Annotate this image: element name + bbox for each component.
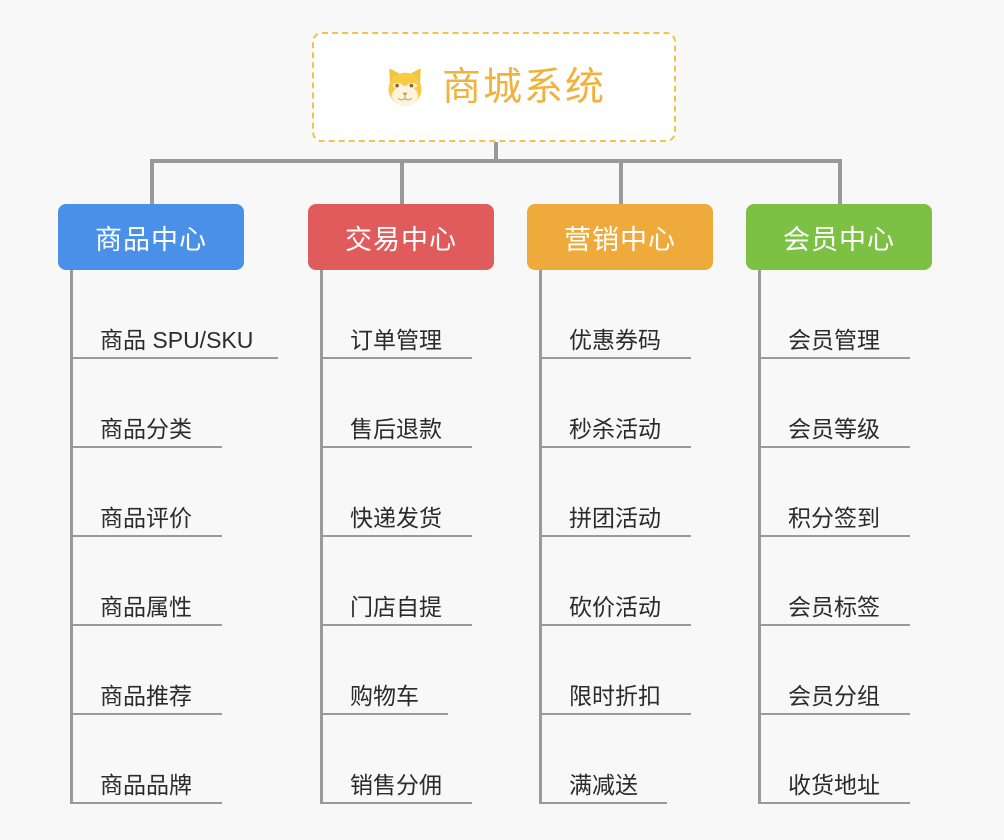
feature-item[interactable]: 商品分类 [70, 359, 222, 448]
feature-item-label: 秒杀活动 [569, 415, 661, 442]
feature-item-label: 商品属性 [100, 593, 192, 620]
feature-item-label: 积分签到 [788, 504, 880, 531]
feature-item[interactable]: 门店自提 [320, 537, 472, 626]
column-items-2: 订单管理售后退款快递发货门店自提购物车销售分佣 [320, 270, 472, 804]
feature-item[interactable]: 限时折扣 [539, 626, 691, 715]
category-column-2: 交易中心订单管理售后退款快递发货门店自提购物车销售分佣 [308, 204, 494, 804]
category-header-label: 交易中心 [345, 224, 457, 255]
feature-item-label: 销售分佣 [350, 771, 442, 798]
connector-drop-1 [150, 159, 154, 204]
column-items-3: 优惠券码秒杀活动拼团活动砍价活动限时折扣满减送 [539, 270, 691, 804]
feature-item[interactable]: 满减送 [539, 715, 667, 804]
category-header-3[interactable]: 营销中心 [527, 204, 713, 270]
feature-item[interactable]: 收货地址 [758, 715, 910, 804]
feature-item-label: 限时折扣 [569, 682, 661, 709]
feature-item[interactable]: 会员等级 [758, 359, 910, 448]
feature-item[interactable]: 销售分佣 [320, 715, 472, 804]
column-spine-3 [539, 270, 542, 804]
column-spine-4 [758, 270, 761, 804]
feature-item[interactable]: 商品评价 [70, 448, 222, 537]
category-column-3: 营销中心优惠券码秒杀活动拼团活动砍价活动限时折扣满减送 [527, 204, 713, 804]
feature-item-label: 商品品牌 [100, 771, 192, 798]
connector-root-stem [494, 142, 498, 163]
feature-item[interactable]: 订单管理 [320, 270, 472, 359]
feature-item[interactable]: 商品品牌 [70, 715, 222, 804]
feature-item-label: 门店自提 [350, 593, 442, 620]
feature-item-label: 收货地址 [788, 771, 880, 798]
feature-item[interactable]: 秒杀活动 [539, 359, 691, 448]
category-header-label: 商品中心 [95, 224, 207, 255]
feature-item-label: 会员标签 [788, 593, 880, 620]
category-column-1: 商品中心商品 SPU/SKU 商品分类商品评价商品属性商品推荐商品品牌 [58, 204, 278, 804]
category-header-label: 营销中心 [564, 224, 676, 255]
feature-item-label: 会员管理 [788, 326, 880, 353]
feature-item-label: 砍价活动 [569, 593, 661, 620]
feature-item-label: 会员分组 [788, 682, 880, 709]
feature-item[interactable]: 商品属性 [70, 537, 222, 626]
root-node-card[interactable]: 商城系统 [312, 32, 676, 142]
category-header-1[interactable]: 商品中心 [58, 204, 244, 270]
feature-item[interactable]: 拼团活动 [539, 448, 691, 537]
category-header-2[interactable]: 交易中心 [308, 204, 494, 270]
connector-drop-2 [400, 159, 404, 204]
feature-item-label: 购物车 [350, 682, 419, 709]
feature-item-label: 商品分类 [100, 415, 192, 442]
feature-item-label: 快递发货 [350, 504, 442, 531]
feature-item-label: 会员等级 [788, 415, 880, 442]
feature-item[interactable]: 商品 SPU/SKU [70, 270, 278, 359]
feature-item-label: 满减送 [569, 771, 638, 798]
connector-drop-3 [619, 159, 623, 204]
root-node-title: 商城系统 [441, 65, 606, 109]
feature-item[interactable]: 砍价活动 [539, 537, 691, 626]
feature-item-label: 优惠券码 [569, 326, 661, 353]
connector-drop-4 [838, 159, 842, 204]
column-items-1: 商品 SPU/SKU 商品分类商品评价商品属性商品推荐商品品牌 [70, 270, 278, 804]
feature-item[interactable]: 会员标签 [758, 537, 910, 626]
connector-horizontal-bus [150, 159, 840, 163]
feature-item[interactable]: 售后退款 [320, 359, 472, 448]
category-column-4: 会员中心会员管理会员等级积分签到会员标签会员分组收货地址 [746, 204, 932, 804]
feature-item[interactable]: 商品推荐 [70, 626, 222, 715]
feature-item-label: 订单管理 [350, 326, 442, 353]
feature-item[interactable]: 优惠券码 [539, 270, 691, 359]
feature-item-label: 商品 SPU/SKU [100, 326, 254, 353]
feature-item-label: 拼团活动 [569, 504, 661, 531]
category-header-4[interactable]: 会员中心 [746, 204, 932, 270]
feature-item[interactable]: 快递发货 [320, 448, 472, 537]
feature-item[interactable]: 会员分组 [758, 626, 910, 715]
category-header-label: 会员中心 [783, 224, 895, 255]
feature-item-label: 商品评价 [100, 504, 192, 531]
feature-item[interactable]: 会员管理 [758, 270, 910, 359]
feature-item-label: 商品推荐 [100, 682, 192, 709]
column-spine-2 [320, 270, 323, 804]
feature-item-label: 售后退款 [350, 415, 442, 442]
column-items-4: 会员管理会员等级积分签到会员标签会员分组收货地址 [758, 270, 910, 804]
feature-item[interactable]: 购物车 [320, 626, 448, 715]
feature-item[interactable]: 积分签到 [758, 448, 910, 537]
column-spine-1 [70, 270, 73, 804]
shiba-inu-icon [388, 68, 422, 107]
